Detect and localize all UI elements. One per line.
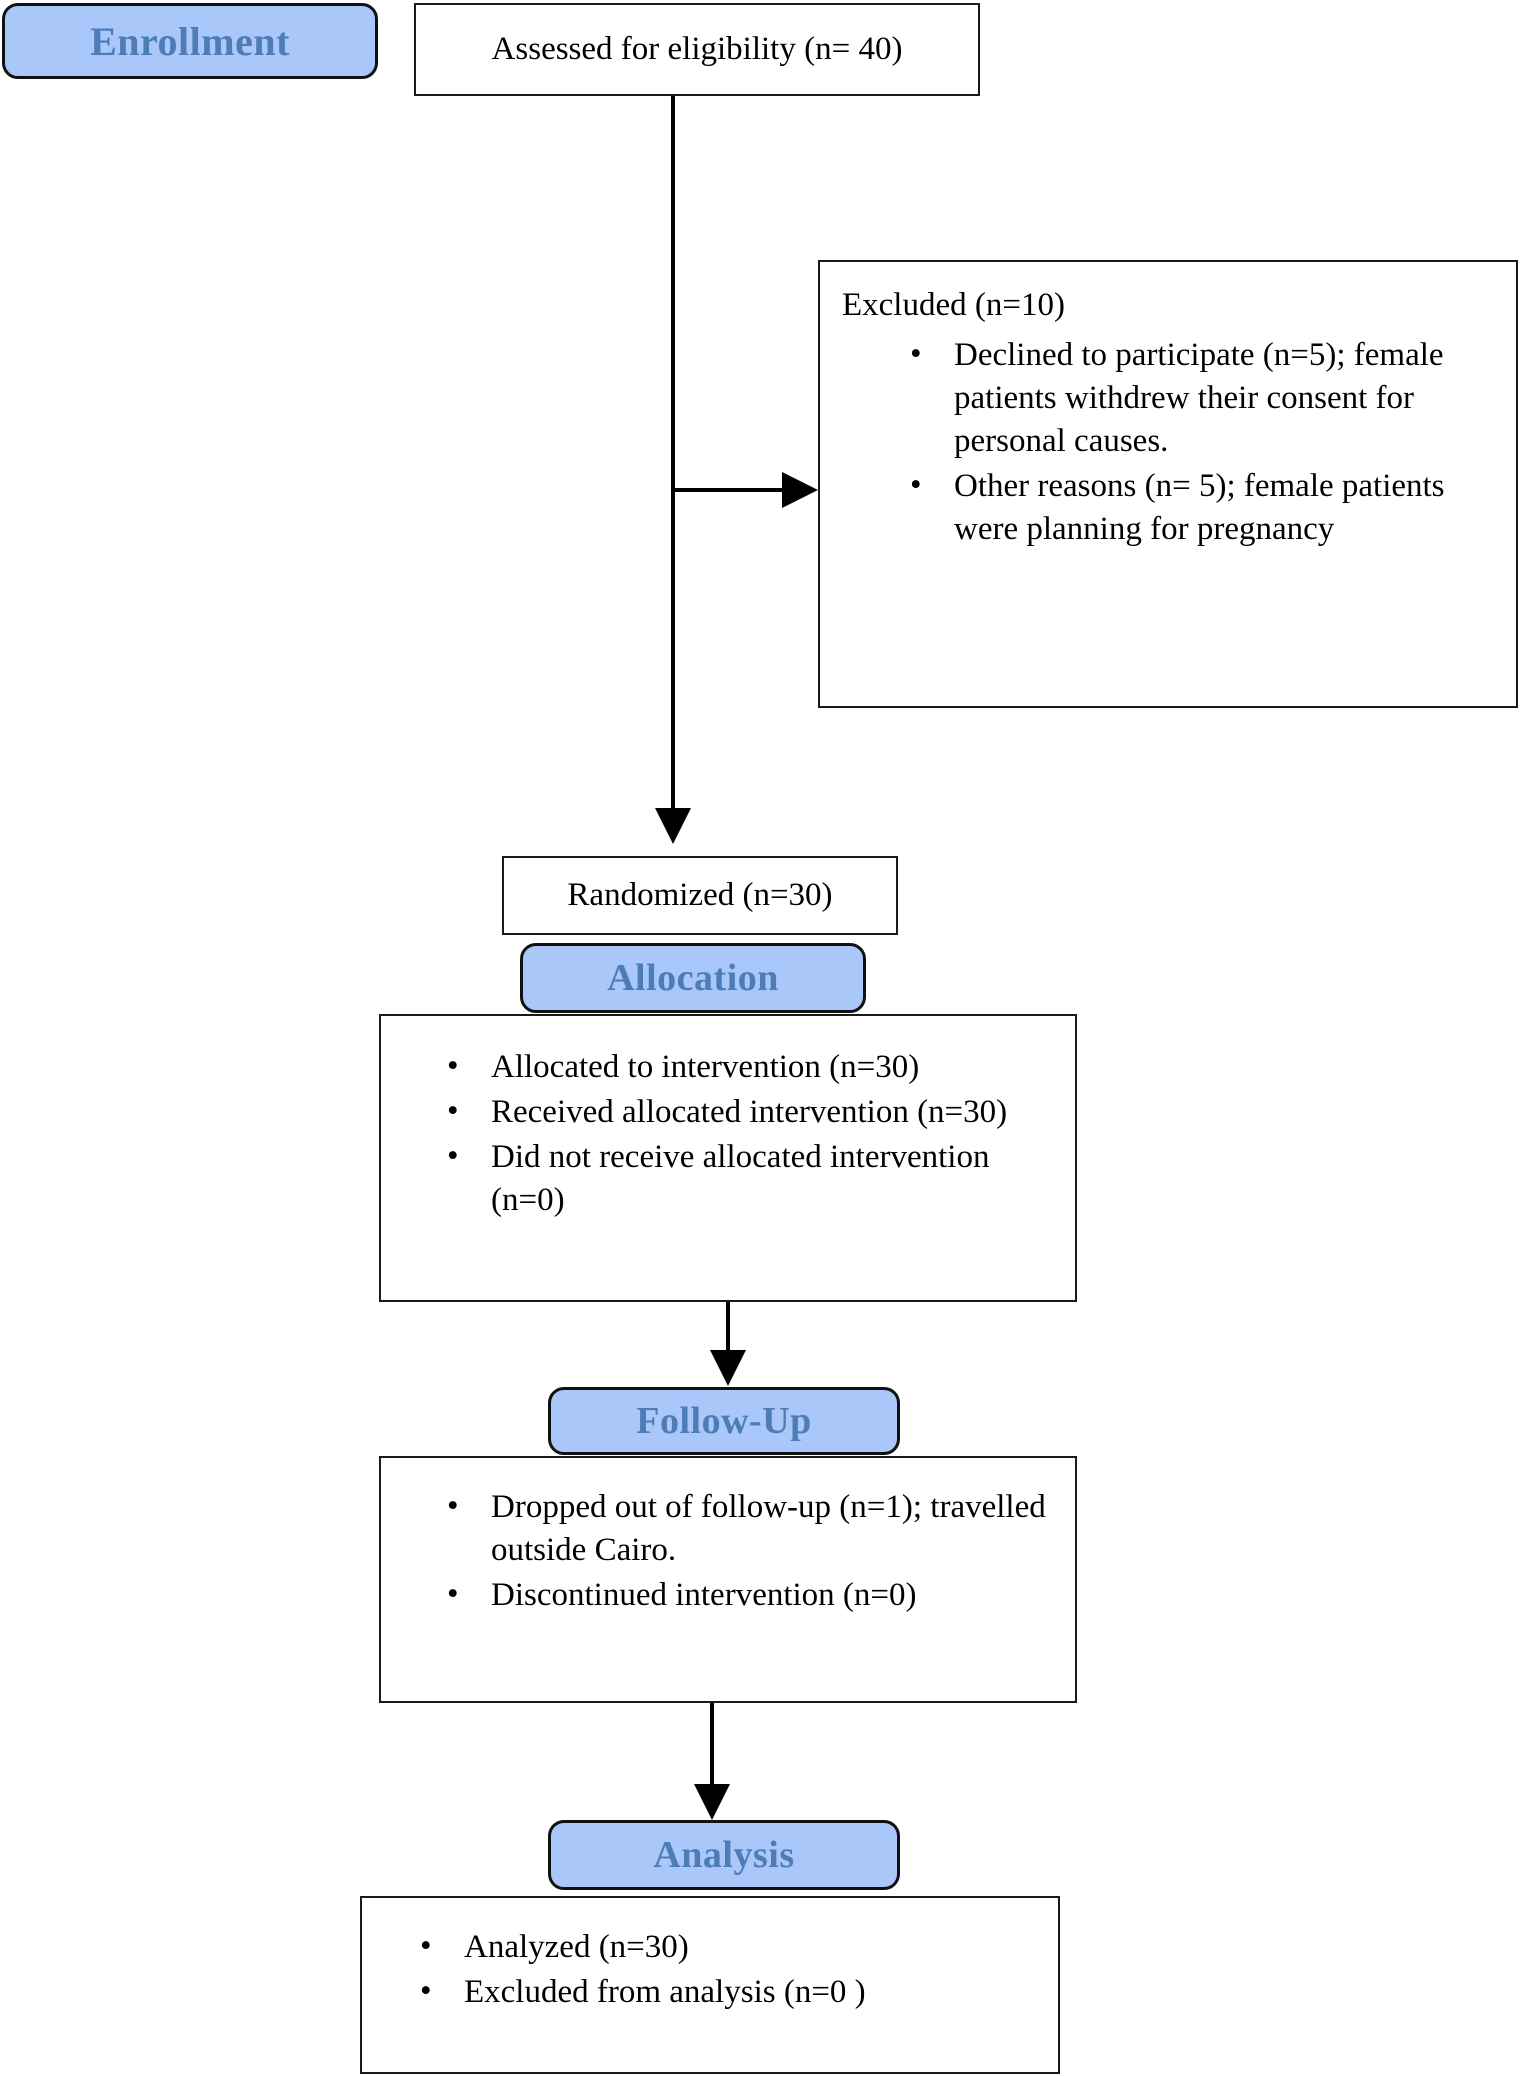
list-item: Analyzed (n=30) (412, 1925, 1038, 1969)
assessed-for-eligibility-text: Assessed for eligibility (n= 40) (491, 31, 903, 68)
list-item: Discontinued intervention (n=0) (439, 1573, 1055, 1617)
list-item: Received allocated intervention (n=30) (439, 1090, 1055, 1134)
stage-label-analysis: Analysis (653, 1834, 795, 1876)
stage-badge-analysis: Analysis (548, 1820, 900, 1890)
excluded-bullet-list: Declined to participate (n=5); female pa… (842, 333, 1496, 551)
box-allocation-details: Allocated to intervention (n=30) Receive… (379, 1014, 1077, 1302)
analysis-bullet-list: Analyzed (n=30) Excluded from analysis (… (362, 1925, 1038, 2014)
stage-badge-followup: Follow-Up (548, 1387, 900, 1455)
box-assessed-for-eligibility: Assessed for eligibility (n= 40) (414, 3, 980, 96)
stage-label-allocation: Allocation (607, 957, 779, 999)
box-followup-details: Dropped out of follow-up (n=1); travelle… (379, 1456, 1077, 1703)
box-analysis-details: Analyzed (n=30) Excluded from analysis (… (360, 1896, 1060, 2074)
stage-label-enrollment: Enrollment (90, 18, 290, 64)
list-item: Did not receive allocated intervention (… (439, 1135, 1055, 1222)
list-item: Other reasons (n= 5); female patients we… (902, 464, 1496, 551)
box-excluded: Excluded (n=10) Declined to participate … (818, 260, 1518, 708)
list-item: Excluded from analysis (n=0 ) (412, 1970, 1038, 2014)
stage-badge-allocation: Allocation (520, 943, 866, 1013)
list-item: Declined to participate (n=5); female pa… (902, 333, 1496, 463)
stage-badge-enrollment: Enrollment (2, 3, 378, 79)
list-item: Dropped out of follow-up (n=1); travelle… (439, 1485, 1055, 1572)
randomized-text: Randomized (n=30) (567, 877, 833, 914)
box-randomized: Randomized (n=30) (502, 856, 898, 935)
stage-label-followup: Follow-Up (636, 1400, 812, 1442)
followup-bullet-list: Dropped out of follow-up (n=1); travelle… (391, 1485, 1055, 1617)
list-item: Allocated to intervention (n=30) (439, 1045, 1055, 1089)
excluded-heading: Excluded (n=10) (842, 287, 1065, 323)
allocation-bullet-list: Allocated to intervention (n=30) Receive… (391, 1045, 1055, 1222)
